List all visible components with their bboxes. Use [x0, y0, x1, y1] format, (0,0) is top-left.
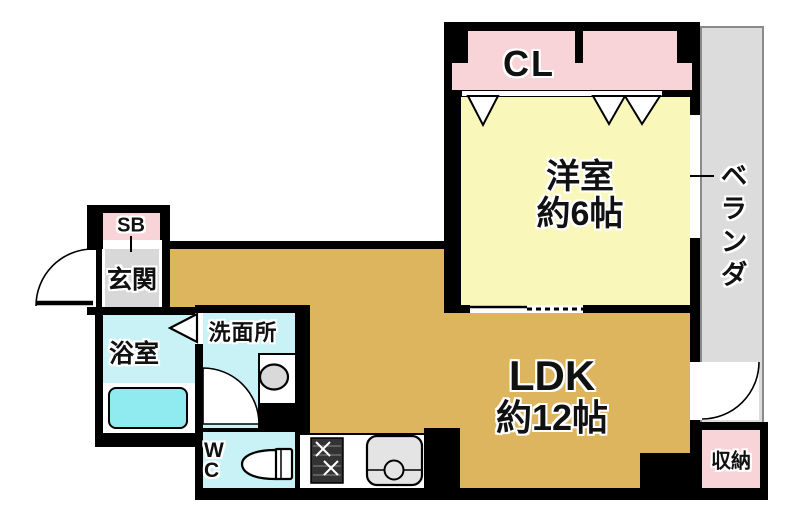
entrance-label: 玄関 [106, 266, 158, 294]
room-shoe-box [103, 213, 160, 240]
wall-western-bottom-right [583, 305, 690, 313]
washroom-label: 洗面所 [208, 320, 278, 345]
bathroom-door-gap [195, 313, 203, 344]
entrance-threshold [103, 240, 162, 249]
wall-western-bottom-left [444, 305, 470, 313]
wall-ldk-top [162, 241, 461, 249]
wall-kitchen-side [424, 428, 460, 488]
western-room-name: 洋室 [545, 158, 614, 196]
wall-ldk-step [640, 453, 702, 500]
ldk-label: LDK 約12帖 [496, 354, 608, 438]
bathtub [108, 387, 188, 429]
wall-right-upper [690, 22, 700, 115]
room-closet-left [468, 31, 575, 63]
western-room-label: 洋室 約6帖 [537, 159, 624, 233]
closet-door-track [461, 90, 663, 97]
veranda-door-swing [701, 362, 759, 420]
veranda-label: ベランダ [716, 161, 747, 293]
room-entrance [102, 249, 162, 307]
entrance-outside [87, 250, 96, 307]
room-western [461, 97, 690, 305]
room-ldk-upper [168, 249, 444, 307]
wall-right-middle [690, 238, 700, 362]
bathroom-label: 浴室 [108, 340, 160, 368]
shoe-box-label: SB [117, 214, 145, 237]
wall-bottom [195, 488, 768, 500]
wall-washroom-wc-divider [203, 428, 310, 432]
room-storage [702, 430, 760, 488]
room-closet-right [583, 31, 677, 63]
western-room-size: 約6帖 [536, 195, 624, 233]
western-window [690, 115, 700, 238]
wash-basin-counter [258, 353, 295, 403]
ldk-name: LDK [508, 352, 596, 399]
room-closet-band [452, 63, 692, 90]
entrance-door-arc [35, 248, 94, 307]
storage-label: 収納 [711, 450, 751, 473]
wc-label: WC [204, 439, 224, 482]
wall-western-left [444, 97, 461, 313]
ldk-size: 約12帖 [495, 397, 609, 438]
wall-washroom-chunk [258, 403, 310, 432]
sliding-door-gap [470, 305, 583, 313]
closet-label: CL [503, 43, 555, 84]
veranda-door-gap [690, 362, 702, 420]
kitchen-counter [300, 433, 424, 488]
